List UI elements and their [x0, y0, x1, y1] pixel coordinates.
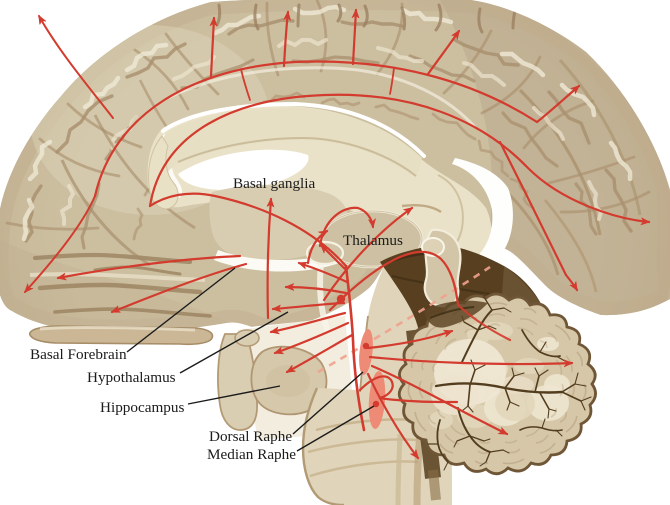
svg-text:Median Raphe: Median Raphe: [207, 446, 296, 463]
svg-text:Dorsal Raphe: Dorsal Raphe: [209, 428, 292, 445]
svg-text:Hypothalamus: Hypothalamus: [87, 369, 176, 386]
svg-text:Hippocampus: Hippocampus: [100, 399, 184, 416]
svg-text:Basal ganglia: Basal ganglia: [233, 175, 315, 192]
svg-text:Basal Forebrain: Basal Forebrain: [30, 346, 127, 363]
svg-text:Thalamus: Thalamus: [343, 232, 403, 249]
